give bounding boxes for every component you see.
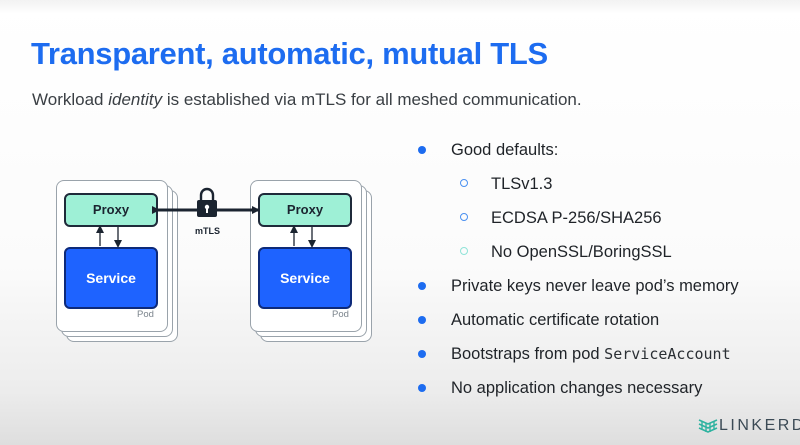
list-item: Private keys never leave pod’s memory bbox=[418, 273, 739, 307]
mtls-label: mTLS bbox=[195, 226, 221, 236]
service-box-left: Service bbox=[64, 247, 158, 309]
lock-icon bbox=[197, 187, 217, 217]
list-item: Bootstraps from pod ServiceAccount bbox=[418, 341, 739, 375]
subtitle-emphasis: identity bbox=[108, 90, 163, 109]
pod-label-left: Pod bbox=[137, 309, 154, 320]
bullet-text: Good defaults: bbox=[451, 141, 559, 159]
linkerd-logo-text: LINKERD bbox=[719, 417, 800, 434]
slide-title: Transparent, automatic, mutual TLS bbox=[31, 36, 548, 71]
slide-subtitle: Workload identity is established via mTL… bbox=[32, 90, 582, 110]
proxy-box-right: Proxy bbox=[258, 193, 352, 227]
subtitle-text-end: is established via mTLS for all meshed c… bbox=[162, 90, 582, 109]
list-item-sub: ECDSA P-256/SHA256 bbox=[418, 205, 739, 239]
bullet-text: ECDSA P-256/SHA256 bbox=[491, 209, 662, 227]
pod-label-right: Pod bbox=[332, 309, 349, 320]
list-item: Good defaults: bbox=[418, 137, 739, 171]
linkerd-logo-icon bbox=[698, 419, 718, 433]
diagram-connectors bbox=[96, 187, 316, 248]
bullet-text: No application changes necessary bbox=[451, 379, 703, 397]
bullet-dot-icon bbox=[418, 316, 426, 324]
list-item-sub: TLSv1.3 bbox=[418, 171, 739, 205]
bullet-dot-icon bbox=[418, 384, 426, 392]
bullet-code: ServiceAccount bbox=[604, 345, 731, 363]
feature-list: Good defaults: TLSv1.3 ECDSA P-256/SHA25… bbox=[418, 137, 739, 409]
sub-bullet-ring-icon bbox=[460, 179, 468, 187]
service-box-right: Service bbox=[258, 247, 352, 309]
sub-bullet-ring-icon bbox=[460, 247, 468, 255]
list-item: No application changes necessary bbox=[418, 375, 739, 409]
bullet-text: Private keys never leave pod’s memory bbox=[451, 277, 739, 295]
bullet-text: Automatic certificate rotation bbox=[451, 311, 660, 329]
bullet-dot-icon bbox=[418, 350, 426, 358]
bullet-dot-icon bbox=[418, 282, 426, 290]
list-item: Automatic certificate rotation bbox=[418, 307, 739, 341]
subtitle-text-start: Workload bbox=[32, 90, 109, 109]
bullet-text: TLSv1.3 bbox=[491, 175, 553, 193]
bullet-dot-icon bbox=[418, 146, 426, 154]
top-shadow-band bbox=[0, 0, 800, 14]
bullet-text: No OpenSSL/BoringSSL bbox=[491, 243, 672, 261]
list-item-sub: No OpenSSL/BoringSSL bbox=[418, 239, 739, 273]
proxy-box-left: Proxy bbox=[64, 193, 158, 227]
bullet-text: Bootstraps from pod bbox=[451, 345, 605, 363]
sub-bullet-ring-icon bbox=[460, 213, 468, 221]
